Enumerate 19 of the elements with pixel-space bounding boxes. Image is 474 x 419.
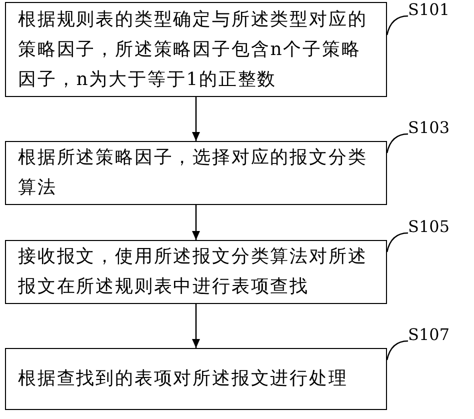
step-text: 根据查找到的表项对所述报文进行处理 xyxy=(18,367,348,391)
step-number: S103 xyxy=(408,118,450,138)
step-number: S101 xyxy=(408,0,450,20)
step-text: 接收报文，使用所述报文分类算法对所述报文在所述规则表中进行表项查找 xyxy=(18,245,368,299)
step-number: S107 xyxy=(408,325,450,345)
leader-line xyxy=(386,232,408,252)
arrow xyxy=(192,205,200,240)
process-box xyxy=(5,2,387,97)
leader-line xyxy=(386,340,408,360)
process-box xyxy=(5,348,387,410)
step-text: 根据所述策略因子，选择对应的报文分类算法 xyxy=(18,146,368,200)
leader-line xyxy=(386,15,408,36)
arrow xyxy=(192,304,200,348)
process-box xyxy=(5,240,387,304)
step-number: S105 xyxy=(408,217,450,237)
step-text: 根据规则表的类型确定与所述类型对应的策略因子，所述策略因子包含n个子策略因子，n为大于等于1的正整数 xyxy=(18,8,368,92)
arrow xyxy=(192,97,200,141)
process-box xyxy=(5,141,387,205)
leader-line xyxy=(386,133,408,154)
